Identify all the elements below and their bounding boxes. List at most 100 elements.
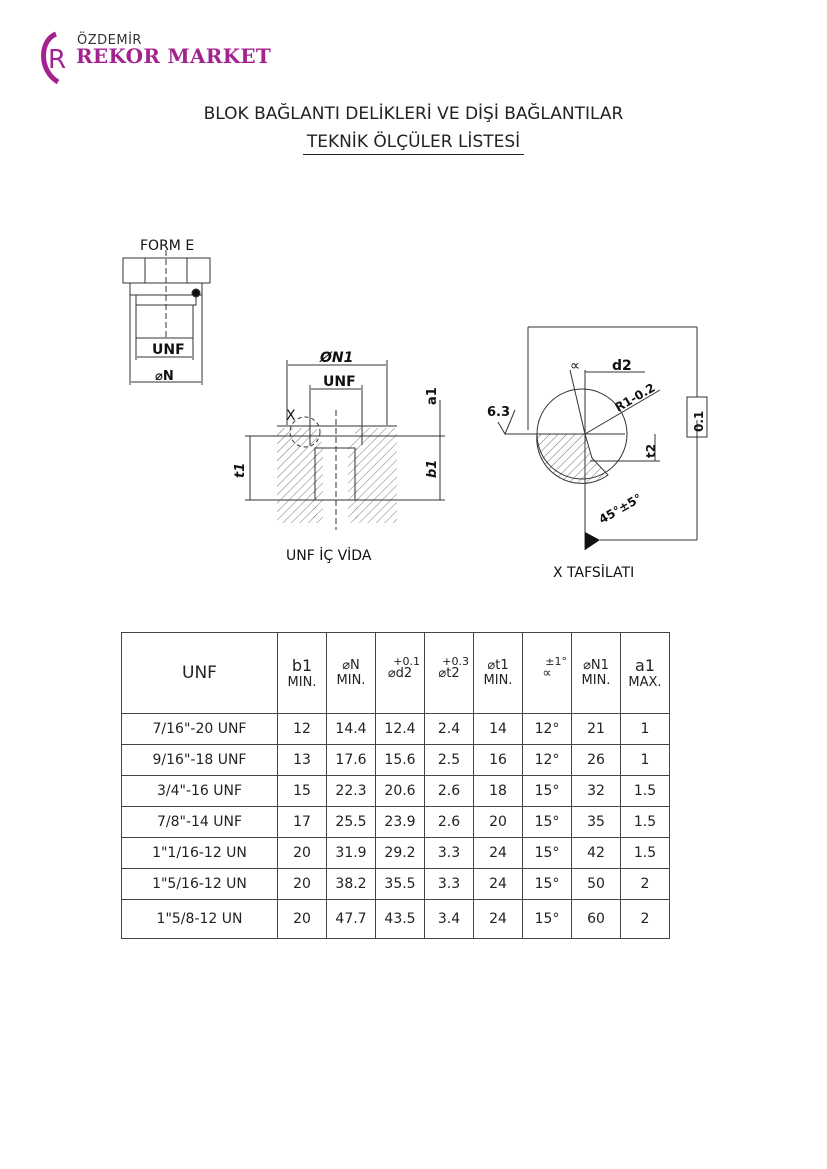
roughness-label: 6.3 — [487, 405, 510, 420]
table-cell: 20 — [473, 806, 523, 838]
table-cell: 12.4 — [375, 713, 425, 745]
table-cell: 1 — [620, 713, 670, 745]
page-title: BLOK BAĞLANTI DELİKLERİ VE DİŞİ BAĞLANTI… — [203, 104, 624, 124]
detail-x-view — [497, 326, 708, 550]
a1-dimension-label: a1 — [425, 387, 440, 405]
unf-dimension-label: UNF — [323, 374, 356, 390]
chamfer-angle-label: 45°±5° — [597, 491, 645, 527]
table-cell: 35 — [571, 806, 621, 838]
table-cell: 38.2 — [326, 868, 376, 900]
header-sublabel: MIN. — [483, 673, 513, 688]
table-cell: 15 — [277, 775, 327, 807]
table-cell: 1"5/8-12 UN — [121, 899, 278, 939]
table-cell: 1.5 — [620, 806, 670, 838]
table-cell: 21 — [571, 713, 621, 745]
table-cell: 24 — [473, 899, 523, 939]
female-port-caption: UNF İÇ VİDA — [286, 546, 372, 564]
header-label: UNF — [182, 663, 217, 683]
alpha-angle-label: ∝ — [570, 358, 580, 374]
form-e-n-label: ⌀N — [155, 369, 174, 384]
table-cell: 1.5 — [620, 775, 670, 807]
table-cell: 22.3 — [326, 775, 376, 807]
table-cell: 12° — [522, 713, 572, 745]
header-sublabel: MIN. — [336, 673, 366, 688]
table-cell: 2.5 — [424, 744, 474, 776]
table-cell: 1"5/16-12 UN — [121, 868, 278, 900]
table-cell: 17 — [277, 806, 327, 838]
column-header: +0.1⌀d2 — [375, 632, 425, 714]
table-cell: 3.3 — [424, 868, 474, 900]
header-sublabel: MIN. — [287, 675, 317, 690]
table-cell: 1"1/16-12 UN — [121, 837, 278, 869]
table-cell: 2.4 — [424, 713, 474, 745]
table-cell: 2.6 — [424, 806, 474, 838]
t1-dimension-label: t1 — [233, 463, 248, 478]
tolerance-label: 0.1 — [692, 411, 706, 432]
tolerance-label: ±1° — [545, 655, 567, 668]
table-cell: 16 — [473, 744, 523, 776]
header-label: ⌀N1 — [583, 658, 609, 673]
table-cell: 15° — [522, 868, 572, 900]
column-header: +0.3⌀t2 — [424, 632, 474, 714]
table-cell: 3.4 — [424, 899, 474, 939]
logo-top-text: ÖZDEMİR — [77, 33, 142, 48]
table-cell: 20 — [277, 899, 327, 939]
table-cell: 15° — [522, 775, 572, 807]
table-cell: 3/4"-16 UNF — [121, 775, 278, 807]
table-cell: 12 — [277, 713, 327, 745]
header-label: b1 — [291, 656, 313, 675]
table-cell: 20.6 — [375, 775, 425, 807]
table-cell: 25.5 — [326, 806, 376, 838]
tolerance-label: +0.1 — [393, 655, 420, 668]
table-cell: 20 — [277, 868, 327, 900]
table-cell: 15° — [522, 899, 572, 939]
column-header: ±1°∝ — [522, 632, 572, 714]
header-label: ⌀N — [342, 658, 360, 673]
logo-brand-name: REKOR MARKET — [76, 44, 272, 68]
table-cell: 18 — [473, 775, 523, 807]
form-e-unf-label: UNF — [152, 342, 185, 358]
detail-x-marker: X — [286, 408, 296, 424]
table-cell: 2 — [620, 899, 670, 939]
t2-dimension-label: t2 — [644, 444, 658, 458]
d2-dimension-label: d2 — [612, 358, 632, 374]
table-cell: 24 — [473, 837, 523, 869]
female-port-section — [245, 360, 445, 530]
header-label: ⌀d2 — [387, 665, 413, 681]
table-cell: 14 — [473, 713, 523, 745]
table-cell: 17.6 — [326, 744, 376, 776]
table-cell: 3.3 — [424, 837, 474, 869]
tolerance-label: +0.3 — [442, 655, 469, 668]
header-label: ∝ — [542, 665, 552, 681]
table-cell: 20 — [277, 837, 327, 869]
page-subtitle: TEKNİK ÖLÇÜLER LİSTESİ — [0, 132, 827, 155]
detail-x-caption: X TAFSİLATI — [553, 563, 634, 581]
table-cell: 47.7 — [326, 899, 376, 939]
table-cell: 32 — [571, 775, 621, 807]
column-header: UNF — [121, 632, 278, 714]
table-cell: 7/16"-20 UNF — [121, 713, 278, 745]
logo-mark: R — [41, 31, 66, 85]
table-cell: 23.9 — [375, 806, 425, 838]
radius-label: R1-0.2 — [613, 381, 658, 415]
header-sublabel: MIN. — [581, 673, 611, 688]
table-cell: 43.5 — [375, 899, 425, 939]
table-cell: 9/16"-18 UNF — [121, 744, 278, 776]
form-e-fitting — [122, 250, 211, 385]
table-cell: 15° — [522, 837, 572, 869]
table-cell: 7/8"-14 UNF — [121, 806, 278, 838]
svg-text:R: R — [48, 45, 66, 75]
header-sublabel: MAX. — [628, 675, 662, 690]
